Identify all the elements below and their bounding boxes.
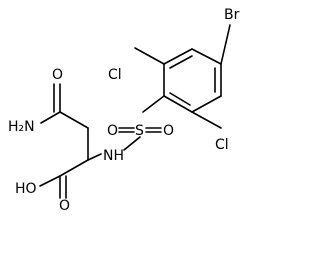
molecule-structure: Br Cl Cl S O O NH O H₂N HO O — [8, 7, 240, 214]
bond-s-n — [123, 136, 141, 151]
atom-oh: HO — [15, 181, 37, 197]
atom-s: S — [135, 123, 144, 139]
bond-c3-br — [220, 24, 231, 65]
atom-cl-right: Cl — [215, 137, 229, 153]
atom-cl-top: Cl — [108, 67, 122, 83]
atom-br: Br — [224, 7, 240, 23]
bond-ring-c4-c5 — [191, 95, 222, 113]
bond-c1-cl — [134, 47, 165, 65]
bond-ring-double-1 — [169, 55, 193, 69]
bond-n-calpha — [87, 153, 102, 161]
bond-c6-s — [142, 95, 165, 113]
atom-o-acid: O — [59, 198, 70, 214]
atom-nh: NH — [103, 148, 124, 164]
bond-c5-cl — [191, 111, 222, 129]
bond-calpha-cacid — [59, 159, 89, 177]
bond-camide-n — [40, 111, 61, 124]
bond-cacid-oh — [39, 175, 61, 187]
bond-ring-double-3 — [169, 92, 191, 106]
bond-ch2-camide — [59, 111, 89, 129]
atom-nh2: H₂N — [8, 119, 35, 135]
bond-ring-c1-c2 — [163, 48, 193, 65]
atom-o-s-left: O — [107, 123, 118, 139]
structure-diagram: Br Cl Cl S O O NH O H₂N HO O — [8, 7, 240, 214]
bond-ring-c5-c6 — [163, 95, 193, 113]
bond-ring-c2-c3 — [191, 48, 222, 65]
atom-o-s-right: O — [163, 123, 174, 139]
atom-o-amide: O — [52, 67, 63, 83]
